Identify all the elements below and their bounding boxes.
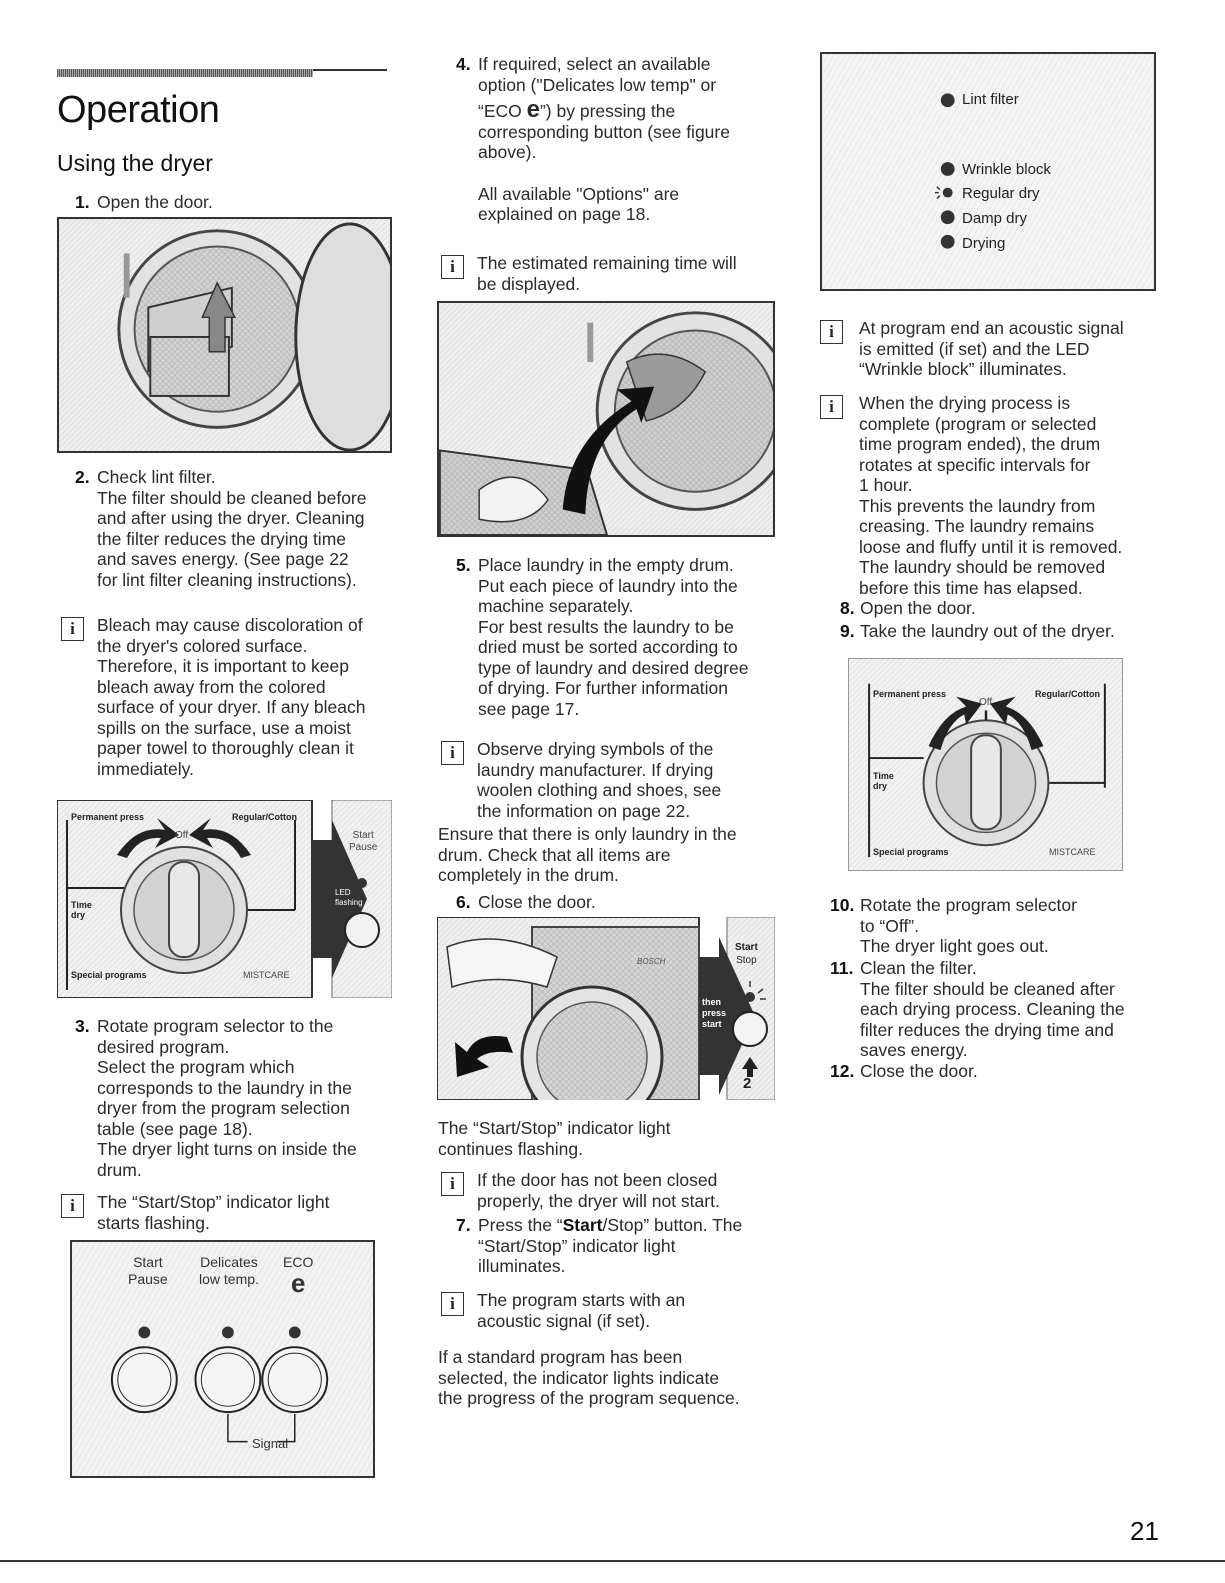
label-mistcare: MISTCARE bbox=[1049, 847, 1096, 857]
step-8: 8. Open the door. bbox=[840, 598, 976, 618]
step-9: 9. Take the laundry out of the dryer. bbox=[840, 621, 1115, 641]
bottom-rule bbox=[0, 1560, 1225, 1562]
step-6: 6. Close the door. bbox=[456, 892, 596, 912]
info-note-start-flashing: i The “Start/Stop” indicator light start… bbox=[61, 1192, 396, 1237]
paragraph-ensure-laundry: Ensure that there is only laundry in the… bbox=[438, 824, 737, 885]
section-subtitle: Using the dryer bbox=[57, 150, 213, 176]
selector-off-illustration bbox=[849, 659, 1122, 870]
label-permanent-press: Permanent press bbox=[873, 689, 947, 699]
label-regular-cotton: Regular/Cotton bbox=[1035, 689, 1100, 699]
step-1: 1. Open the door. bbox=[75, 192, 213, 212]
option-buttons-illustration bbox=[72, 1242, 373, 1476]
info-note-acoustic-signal: i The program starts with an acoustic si… bbox=[441, 1290, 781, 1335]
info-icon: i bbox=[441, 255, 464, 279]
info-note-drying-symbols: i Observe drying symbols of the laundry … bbox=[441, 739, 781, 824]
step-4: 4. If required, select an available opti… bbox=[456, 54, 730, 224]
label-special-programs: Special programs bbox=[71, 970, 147, 980]
info-note-program-end: i At program end an acoustic signal is e… bbox=[820, 318, 1165, 383]
close-door-illustration bbox=[437, 917, 775, 1100]
step-3: 3. Rotate program selector to the desire… bbox=[75, 1016, 357, 1180]
info-icon: i bbox=[820, 320, 843, 344]
title-rule-line bbox=[313, 69, 387, 71]
step-2: 2. Check lint filter. The filter should … bbox=[75, 467, 367, 590]
paragraph-standard-program: If a standard program has been selected,… bbox=[438, 1347, 740, 1408]
step-5: 5. Place laundry in the empty drum. Put … bbox=[456, 555, 749, 719]
step-11: 11. Clean the filter. The filter should … bbox=[830, 958, 1125, 1060]
indicator-lights-illustration bbox=[822, 54, 1154, 289]
label-wrinkle-block: Wrinkle block bbox=[962, 161, 1051, 178]
label-drying: Drying bbox=[962, 235, 1006, 252]
step-12: 12. Close the door. bbox=[830, 1061, 978, 1081]
info-note-remaining-time: i The estimated remaining time will be d… bbox=[441, 253, 781, 298]
title-rule-shaded bbox=[57, 69, 313, 77]
label-regular-cotton: Regular/Cotton bbox=[232, 812, 297, 822]
info-note-bleach: i Bleach may cause discoloration of the … bbox=[61, 615, 396, 785]
label-damp-dry: Damp dry bbox=[962, 210, 1028, 227]
label-off: Off bbox=[175, 830, 189, 841]
info-icon: i bbox=[61, 617, 84, 641]
program-selector-illustration bbox=[57, 800, 392, 998]
info-icon: i bbox=[441, 741, 464, 765]
info-icon: i bbox=[820, 395, 843, 419]
label-step-two: 2 bbox=[743, 1075, 752, 1092]
step-10: 10. Rotate the program selector to “Off”… bbox=[830, 895, 1077, 956]
info-icon: i bbox=[441, 1292, 464, 1316]
page-number: 21 bbox=[1130, 1516, 1159, 1546]
figure-open-door bbox=[57, 217, 392, 453]
label-lint-filter: Lint filter bbox=[962, 91, 1019, 108]
dryer-door-illustration bbox=[59, 219, 390, 451]
label-permanent-press: Permanent press bbox=[71, 812, 145, 822]
label-mistcare: MISTCARE bbox=[243, 970, 290, 980]
label-brand: BOSCH bbox=[637, 957, 666, 966]
paragraph-continues-flashing: The “Start/Stop” indicator light continu… bbox=[438, 1118, 671, 1159]
label-signal: Signal bbox=[252, 1436, 289, 1451]
load-laundry-illustration bbox=[439, 303, 773, 535]
step-7: 7. Press the “Start/Stop” button. The “S… bbox=[456, 1215, 743, 1276]
info-icon: i bbox=[61, 1194, 84, 1218]
info-note-door-closed: i If the door has not been closed proper… bbox=[441, 1170, 781, 1215]
page-title: Operation bbox=[57, 89, 220, 131]
info-note-drying-complete: i When the drying process is complete (p… bbox=[820, 393, 1165, 603]
label-special-programs: Special programs bbox=[873, 847, 949, 857]
info-icon: i bbox=[441, 1172, 464, 1196]
figure-load-laundry bbox=[437, 301, 775, 537]
label-regular-dry: Regular dry bbox=[962, 185, 1040, 202]
figure-indicator-lights: Lint filter Wrinkle block Regular dry Da… bbox=[820, 52, 1156, 291]
label-off: Off bbox=[979, 697, 993, 708]
